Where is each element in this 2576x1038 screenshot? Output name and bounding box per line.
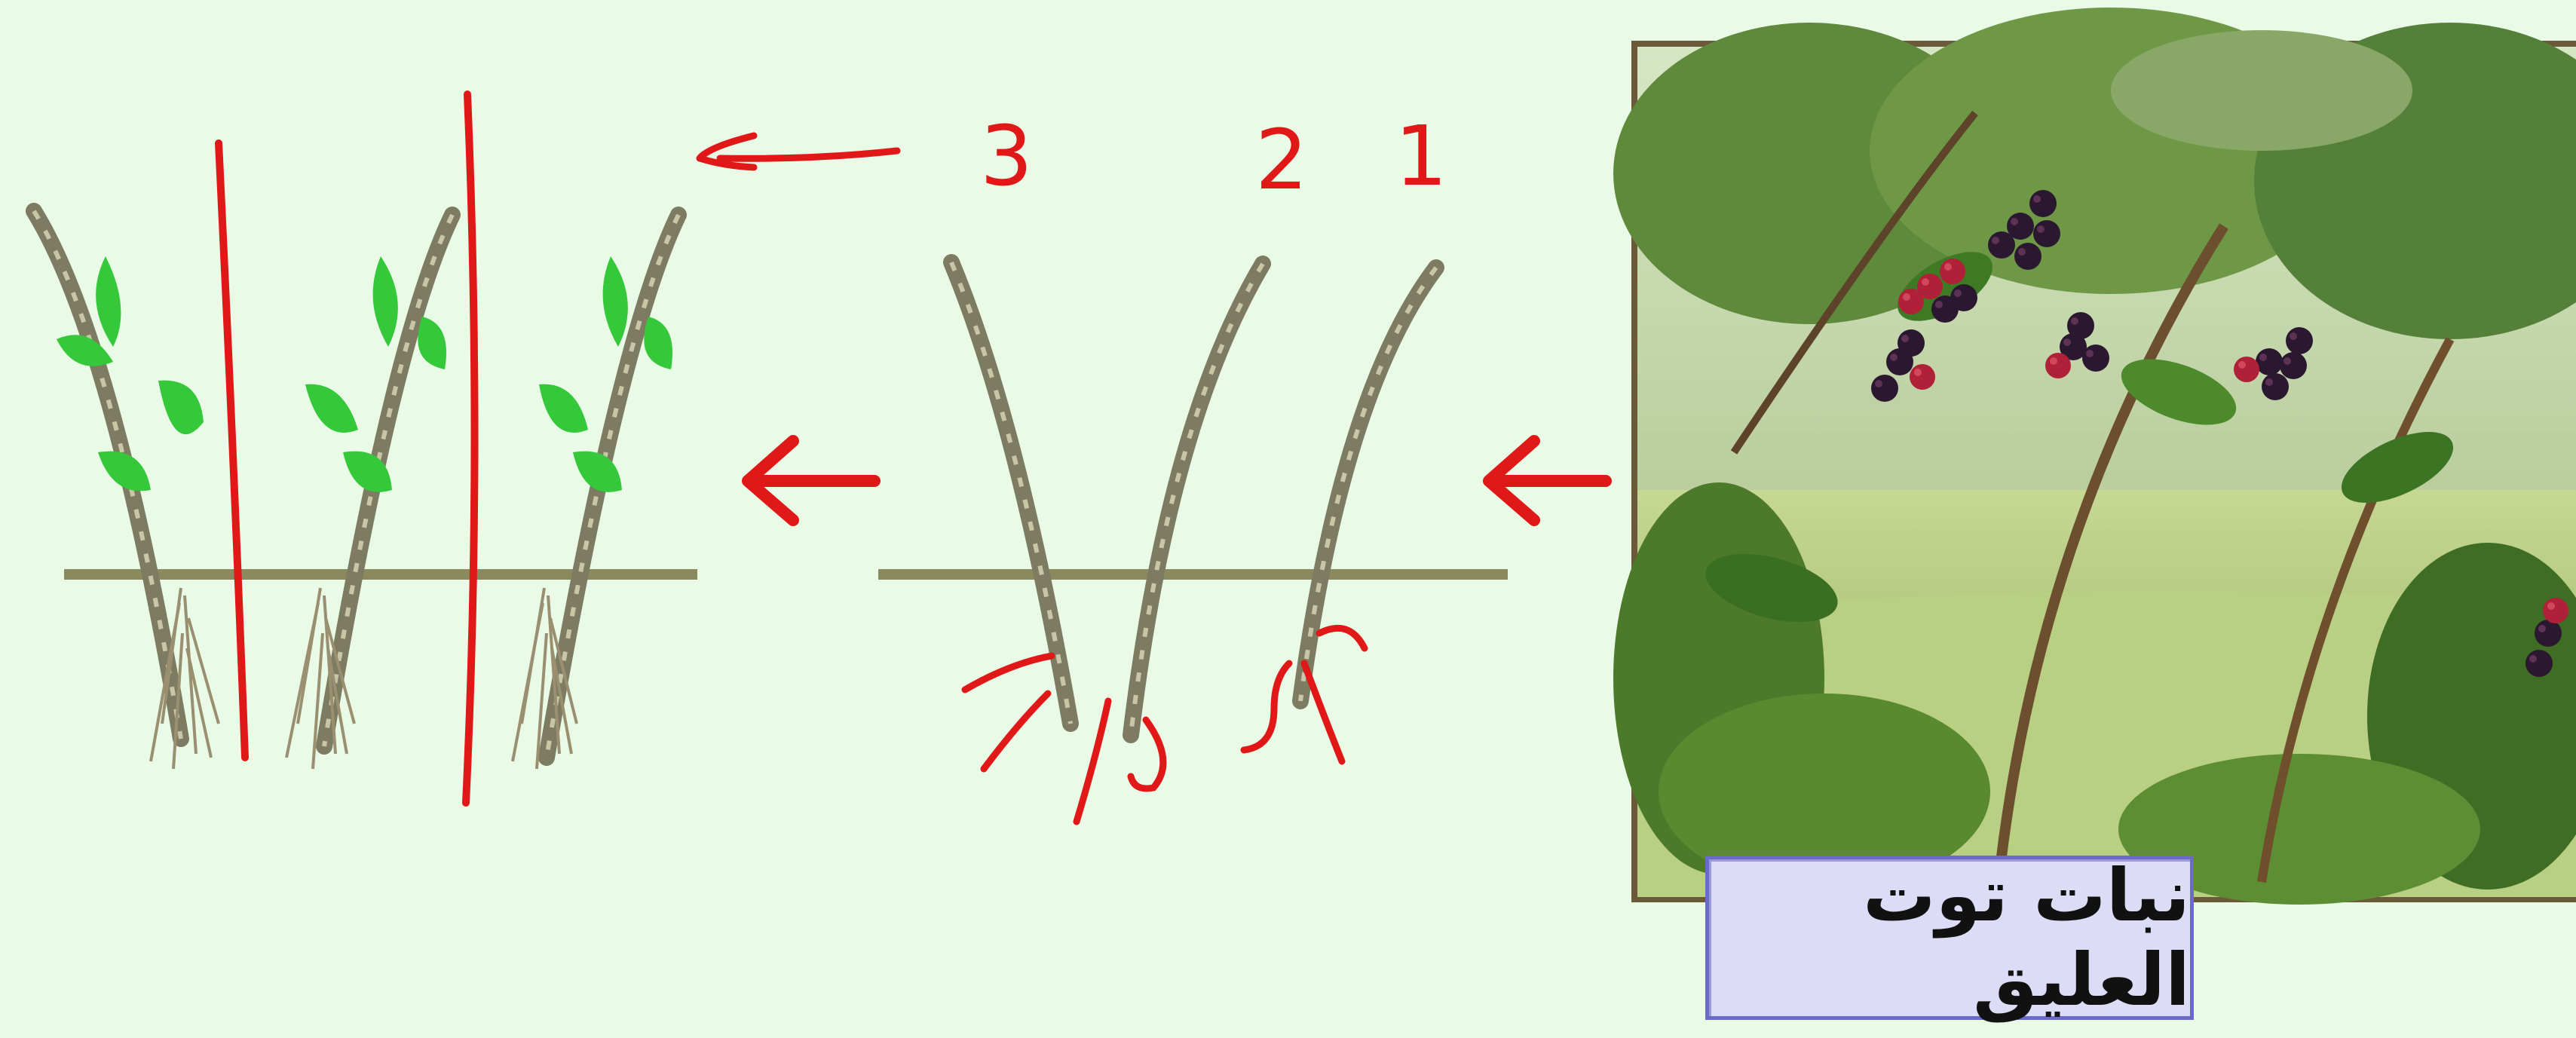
- step-number-1: 1: [1395, 108, 1447, 204]
- rooted-plants-group: [34, 211, 697, 769]
- annotation-arrow: [700, 136, 897, 167]
- caption-box: نبات توت العليق: [1705, 856, 2194, 1020]
- step-number-2: 2: [1255, 112, 1308, 208]
- left-arrow: [748, 441, 874, 520]
- step-number-3: 3: [980, 108, 1033, 204]
- left-arrow: [1489, 441, 1606, 520]
- rooted-plant: [513, 215, 678, 769]
- caption: نبات توت العليق: [1709, 853, 2190, 1022]
- rooted-plant: [286, 215, 452, 769]
- cut-line: [219, 143, 245, 758]
- rooted-plant: [34, 211, 219, 769]
- blackberry-bush-photo: [1613, 8, 2576, 905]
- bent-canes-group: [878, 262, 1508, 822]
- cut-line: [466, 94, 475, 803]
